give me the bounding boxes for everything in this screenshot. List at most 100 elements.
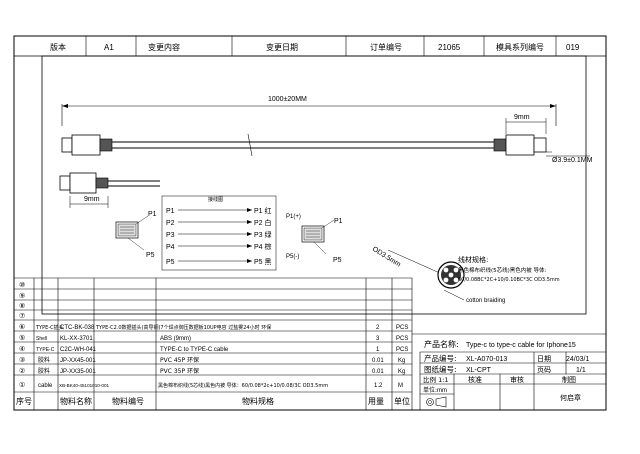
mold-series-value: 019: [566, 43, 580, 52]
bom-code: XB-BK40-45101010-001: [59, 383, 110, 388]
draw-label: 制图: [562, 375, 576, 384]
od-text: OD3.5mm: [371, 246, 402, 269]
bom-header-unit: 单位: [394, 396, 410, 406]
drawing-no-value: XL-CPT: [466, 367, 492, 374]
cable-spec-title: 线材规格:: [458, 255, 488, 264]
drawing-area-border: [41, 55, 587, 315]
total-length-text: 1000±20MM: [268, 96, 307, 103]
bom-seq: ①: [19, 381, 25, 389]
wiring-right-pin-labels: P1 红 P2 白 P3 绿 P4 棕 P5 黑: [254, 206, 272, 266]
drawing-no-label: 图纸编号:: [424, 364, 457, 374]
table-row: ② 胶料 JP-XX35-001 PVC 35P 环保 0.01 Kg: [19, 367, 405, 375]
page-label: 页码: [537, 366, 551, 374]
right-connector-pinout: P1(+) P5(-) P1 P5: [286, 214, 343, 264]
cable-spec-line1: 黑色棉布织线(5芯线)黑色内被 导体:: [458, 266, 547, 274]
bom-code: JP-XX35-001: [60, 369, 96, 375]
change-date-label: 变更日期: [266, 42, 298, 52]
wiring-left-pin-1: P1: [166, 208, 175, 215]
date-value: 24/03/1: [566, 356, 589, 363]
check-label: 核准: [468, 375, 482, 384]
bom-header: 序号 物料名称 物料编号 物料规格 用量 单位: [16, 396, 410, 406]
bom-empty-row-8: ⑧: [19, 302, 25, 310]
bom-seq: ③: [19, 356, 25, 364]
bom-qty: 1.2: [374, 383, 383, 389]
table-row: ⑥ TYPE-C插头 CTC-BK-038 TYPE-C2.0数据插头(高导铜)…: [19, 323, 408, 331]
table-row: ③ 胶料 JP-XX45-001 PVC 45P 环保 0.01 Kg: [19, 356, 405, 364]
wiring-title: 接线图: [208, 196, 223, 203]
bom-qty: 3: [376, 336, 380, 342]
left-end-length-text: 9mm: [84, 196, 100, 203]
braid-label: cotton braiding: [466, 298, 505, 304]
bom-header-qty: 用量: [368, 397, 384, 406]
bom-code: C2C-WH-041: [60, 347, 97, 353]
change-content-label: 变更内容: [148, 42, 180, 52]
bom-code: KL-XX-3701: [60, 336, 93, 342]
bom-name: 胶料: [38, 367, 50, 375]
bom-empty-row-7: ⑦: [19, 312, 25, 320]
product-name-label: 产品名称:: [424, 339, 459, 349]
right-end-length-text: 9mm: [514, 114, 530, 121]
bom-header-spec: 物料规格: [242, 396, 274, 406]
bom-unit: PCS: [396, 325, 408, 331]
bom-qty: 0.01: [372, 358, 384, 364]
bom-unit: M: [398, 383, 403, 389]
right-connector-bottom-label: P5: [333, 257, 342, 264]
bom-name: Shell: [36, 336, 47, 342]
wiring-right-pin-4: P4 棕: [254, 242, 272, 251]
bom-unit: PCS: [396, 336, 408, 342]
wiring-right-pin-5: P5 黑: [254, 258, 272, 266]
bom-code: JP-XX45-001: [60, 358, 96, 364]
bom-empty-row-9: ⑨: [19, 292, 25, 300]
bom-name: TYPE-C: [36, 347, 55, 353]
bom-spec: TYPE-C to TYPE-C cable: [160, 347, 229, 353]
bom-seq: ④: [19, 345, 25, 353]
order-no-label: 订单编号: [370, 42, 402, 52]
wiring-left-pin-4: P4: [166, 244, 175, 251]
wiring-lines: [178, 209, 252, 262]
bom-header-name: 物料名称: [60, 396, 92, 406]
mold-series-label: 模具系列编号: [496, 42, 544, 52]
bom-spec: 黑色棉布织线(5芯线)黑色内被 导体：60/0.08*2c+10/0.08/3C…: [158, 382, 328, 389]
unit-value: mm: [437, 388, 447, 394]
right-label-plus: P1(+): [286, 214, 301, 220]
bom-spec: PVC 45P 环保: [160, 356, 199, 364]
product-name-value: Type-c to type-c cable for Iphone15: [466, 342, 576, 349]
table-row: ⑤ Shell KL-XX-3701 ABS (9mm) 3 PCS: [19, 334, 408, 342]
left-connector-pinout: P1 P5: [115, 211, 157, 259]
main-cable-drawing: 9mm Ø3.9±0.1MM: [61, 114, 593, 164]
secondary-cable-drawing: 9mm: [59, 172, 160, 208]
version-value: A1: [104, 43, 114, 52]
bom-spec: ABS (9mm): [160, 336, 191, 342]
revision-block: 版本 A1 变更内容 变更日期 订单编号 21065 模具系列编号 019: [14, 36, 606, 57]
right-connector-top-label: P1: [334, 218, 343, 225]
wiring-left-pin-3: P3: [166, 232, 175, 239]
version-label: 版本: [50, 42, 66, 52]
right-label-minus: P5(-): [286, 254, 299, 260]
bom-seq: ②: [19, 367, 25, 375]
drafter-name: 何启章: [560, 393, 581, 402]
bom-table: ⑩ ⑨ ⑧ ⑦ ⑥ TYPE-C插头 CTC-BK-038 TYPE-C2.0数…: [14, 277, 413, 410]
order-no-value: 21065: [438, 43, 461, 52]
page-value: 1/1: [576, 367, 586, 374]
bom-spec: TYPE-C2.0数据插头(高导铜)7个焊点御压数据板10UP电容 过盐雾24小…: [95, 324, 271, 331]
bom-name: cable: [38, 383, 53, 389]
bom-seq: ⑤: [19, 334, 25, 342]
product-no-value: XL-A070-013: [466, 356, 507, 363]
table-row: ④ TYPE-C C2C-WH-041 TYPE-C to TYPE-C cab…: [19, 345, 408, 353]
table-row: ① cable XB-BK40-45101010-001 黑色棉布织线(5芯线)…: [19, 381, 403, 389]
drawing-border: [13, 35, 607, 411]
wiring-right-pin-3: P3 绿: [254, 230, 272, 239]
wiring-diagram: 接线图 P1 P2 P3 P4 P5 P1 红 P2 白 P3 绿 P4: [161, 195, 277, 271]
unit-label: 单位:: [423, 386, 437, 394]
cable-cross-section: OD3.5mm 线材规格: 黑色棉布织线(5芯线)黑色内被 导体: 60/0.0…: [371, 246, 560, 304]
projection-symbol-icon: [426, 396, 447, 408]
product-no-label: 产品编号:: [424, 353, 457, 363]
review-label: 审核: [510, 375, 524, 384]
wiring-left-pin-2: P2: [166, 220, 175, 227]
bom-name: 胶料: [38, 356, 50, 364]
bom-name: TYPE-C插头: [35, 324, 64, 331]
left-connector-bottom-label: P5: [146, 252, 155, 259]
bom-unit: Kg: [398, 369, 405, 375]
date-label: 日期: [537, 355, 551, 363]
